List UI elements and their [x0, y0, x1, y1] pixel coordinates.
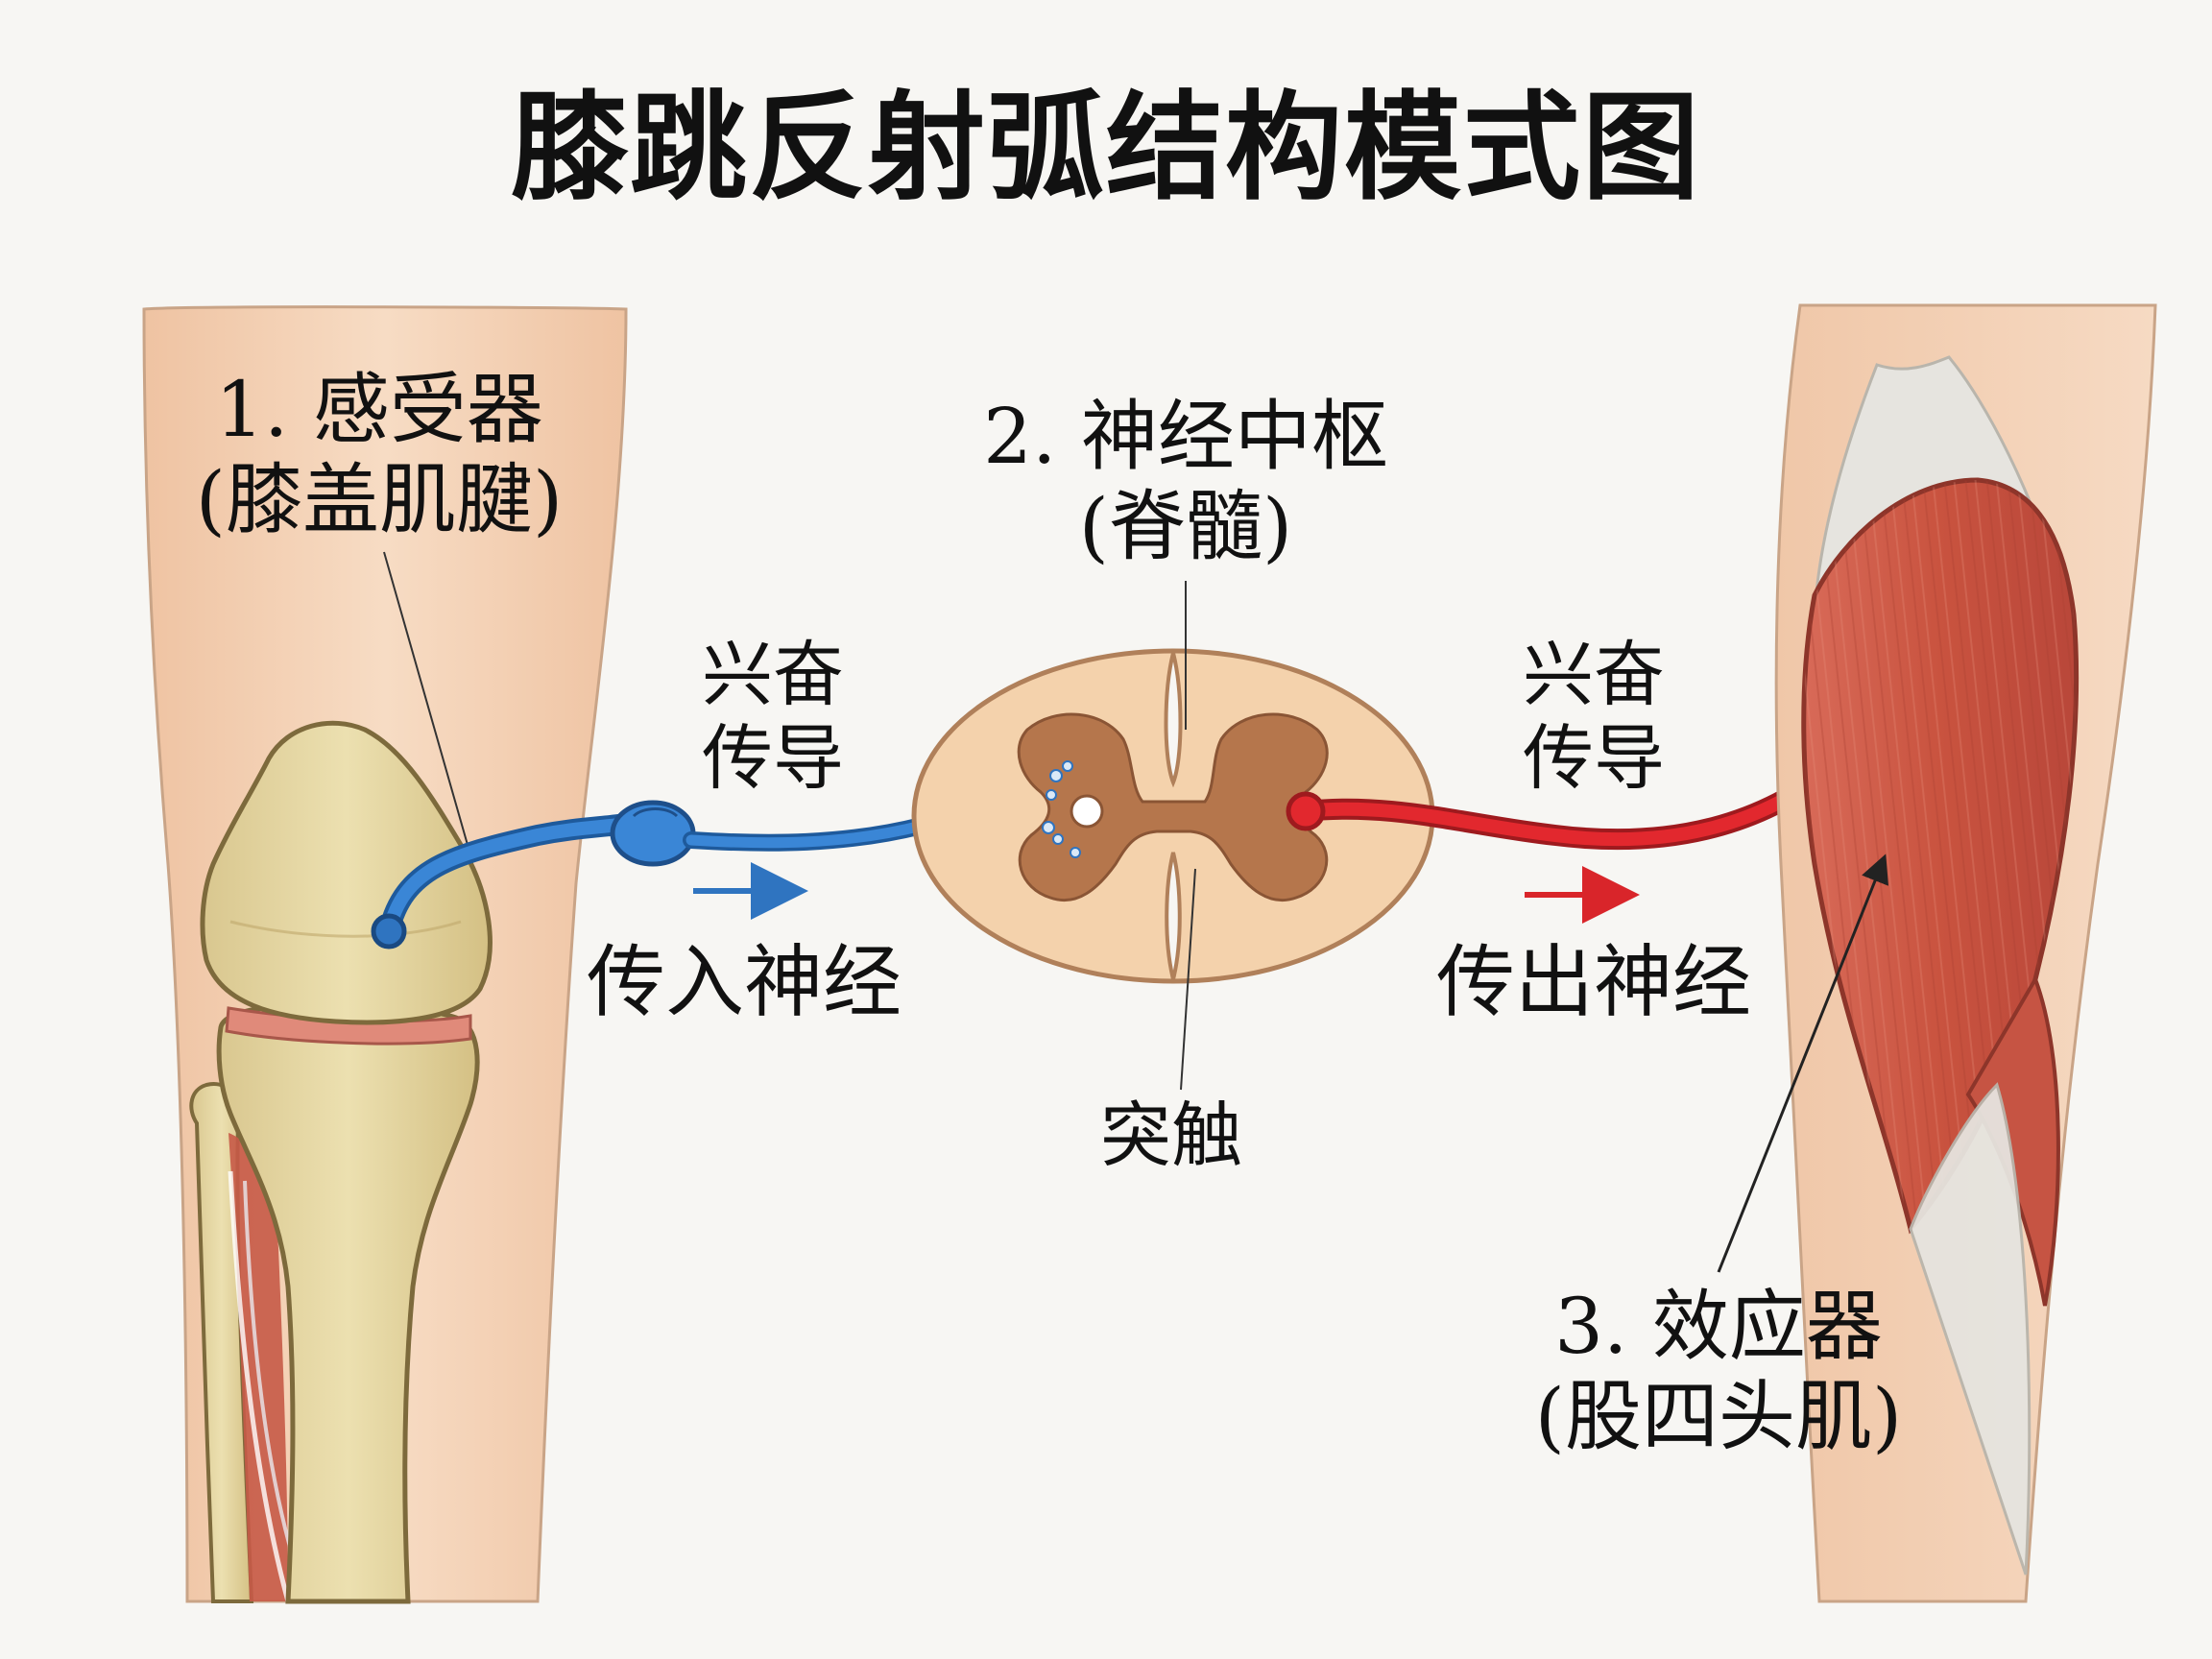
receptor-label: 1. 感受器 (膝盖肌腱) — [178, 365, 581, 546]
synapse-label: 突触 — [1100, 1094, 1242, 1177]
receptor-name: 1. 感受器 — [215, 365, 543, 454]
center-name: 2. 神经中枢 — [983, 392, 1388, 481]
knee-illustration — [142, 305, 628, 1604]
synapse-vesicles — [1042, 760, 1081, 858]
center-detail: (脊髓) — [1078, 482, 1293, 572]
efferent-signal-line1: 兴奋 — [1523, 634, 1665, 716]
grey-matter — [1017, 712, 1329, 902]
effector-name: 3. 效应器 — [1554, 1282, 1883, 1371]
effector-detail: (股四头肌) — [1534, 1372, 1903, 1462]
synapse-leader-line — [1180, 868, 1196, 1091]
afferent-nerve-label: 传入神经 — [586, 937, 902, 1028]
center-label: 2. 神经中枢 (脊髓) — [965, 392, 1407, 573]
afferent-signal-label: 兴奋 传导 — [662, 634, 883, 802]
thigh-illustration — [1774, 303, 2157, 1603]
afferent-signal-line2: 传导 — [702, 717, 844, 801]
efferent-nerve-label: 传出神经 — [1435, 937, 1751, 1028]
afferent-signal-line1: 兴奋 — [702, 634, 844, 716]
diagram-title: 膝跳反射弧结构模式图 — [511, 78, 1701, 216]
patella — [200, 720, 493, 1025]
receptor-leader-line — [383, 551, 469, 846]
central-canal — [1070, 794, 1104, 829]
efferent-signal-line2: 传导 — [1523, 717, 1665, 801]
receptor-detail: (膝盖肌腱) — [195, 455, 564, 545]
efferent-signal-label: 兴奋 传导 — [1483, 634, 1704, 802]
dorsal-root-ganglion — [610, 800, 696, 867]
effector-label: 3. 效应器 (股四头肌) — [1498, 1282, 1939, 1463]
effector-leader-line — [1717, 854, 1889, 1273]
spinal-cord-section — [911, 648, 1435, 984]
